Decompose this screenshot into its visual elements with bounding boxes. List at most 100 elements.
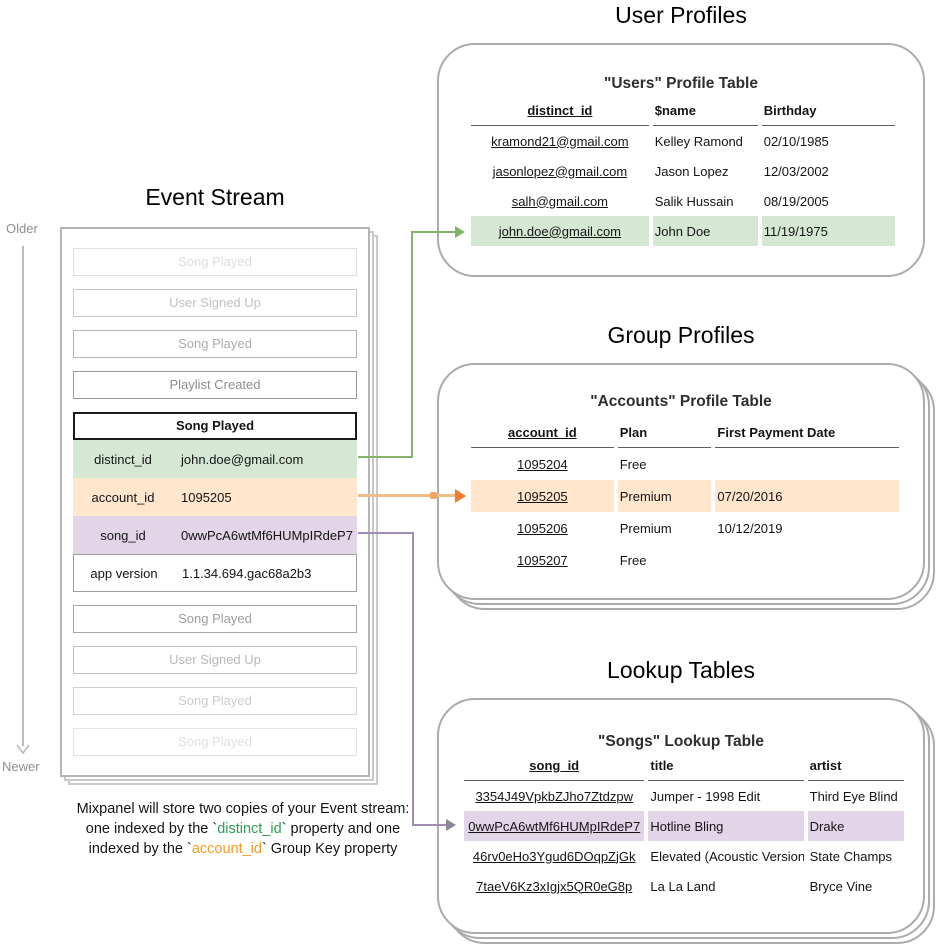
event-property-value: john.doe@gmail.com (181, 451, 304, 467)
column-header: artist (807, 758, 904, 781)
timeline-newer-label: Newer (2, 759, 40, 774)
table-cell: 10/12/2019 (717, 520, 783, 536)
table-row: 46rv0eHo3Ygud6DOqpZjGk Elevated (Acoustic… (464, 841, 904, 871)
songs-table-title: "Songs" Lookup Table (598, 733, 764, 750)
table-cell: Salik Hussain (654, 193, 734, 209)
table-cell: John Doe (652, 216, 758, 246)
table-row: 7taeV6Kz3xIgjx5QR0eG8p La La Land Bryce Vi… (464, 871, 904, 901)
table-cell: Jason Lopez (654, 163, 729, 179)
table-cell: kramond21@gmail.com (491, 133, 629, 149)
caption-segment: ` Group Key property (261, 841, 398, 857)
table-cell: 07/20/2016 (715, 480, 899, 512)
table-cell: john.doe@gmail.com (471, 216, 649, 246)
user-profiles-title: User Profiles (615, 2, 747, 28)
table-cell (715, 448, 899, 480)
event-property-row: app version 1.1.34.694.gac68a2b3 (73, 554, 357, 592)
caption-text: Mixpanel will store two copies of your E… (38, 799, 448, 859)
event-property-row: distinct_id john.doe@gmail.com (73, 440, 357, 478)
connector-distinct-id-entry (411, 231, 456, 233)
table-cell: 08/19/2005 (763, 193, 829, 209)
event-stream-title: Event Stream (145, 184, 285, 210)
table-cell: Elevated (Acoustic Version) (650, 848, 804, 864)
expanded-event-name: Song Played (73, 412, 357, 440)
table-cell: La La Land (650, 878, 716, 894)
table-cell: 1095206 (517, 520, 568, 536)
ghost-event-item: Song Played (73, 605, 357, 633)
arrowhead-account-id-icon (455, 489, 466, 503)
ghost-event-item: Playlist Created (73, 371, 357, 399)
caption-highlighted-property: account_id (191, 841, 262, 857)
caption-highlighted-property: distinct_id (217, 821, 282, 837)
column-header: title (648, 758, 804, 781)
event-property-key: app version (90, 565, 158, 581)
table-cell: State Champs (809, 848, 892, 864)
connector-song-id-vertical (412, 532, 414, 826)
column-header: song_id (464, 758, 645, 781)
accounts-table-title: "Accounts" Profile Table (590, 393, 772, 410)
event-property-value: 1095205 (181, 489, 232, 505)
connector-distinct-id-horizontal (358, 456, 413, 458)
table-cell: Free (619, 552, 647, 568)
connector-account-id-waypoint (430, 492, 437, 499)
timeline-arrowhead-icon (16, 744, 30, 755)
column-header: account_id (471, 425, 614, 448)
table-cell: Bryce Vine (809, 878, 873, 894)
ghost-event-item: Song Played (73, 248, 357, 276)
table-cell: 7taeV6Kz3xIgjx5QR0eG8p (476, 878, 633, 894)
lookup-tables-title: Lookup Tables (607, 657, 755, 683)
table-cell: 3354J49VpkbZJho7Ztdzpw (475, 788, 633, 804)
ghost-event-item: User Signed Up (73, 289, 357, 317)
event-property-value: 1.1.34.694.gac68a2b3 (182, 565, 312, 581)
table-row: jasonlopez@gmail.com Jason Lopez 12/03/200… (471, 156, 895, 186)
table-cell: salh@gmail.com (511, 193, 609, 209)
table-cell: 12/03/2002 (763, 163, 829, 179)
caption-line: one indexed by the `distinct_id` propert… (38, 819, 448, 839)
table-cell: Premium (619, 520, 672, 536)
column-header: Plan (617, 425, 712, 448)
users-table-title: "Users" Profile Table (604, 75, 758, 92)
group-profiles-title: Group Profiles (607, 322, 755, 348)
table-row: salh@gmail.com Salik Hussain 08/19/2005 (471, 186, 895, 216)
connector-song-id-entry (412, 824, 446, 826)
table-row: 1095204 Free (471, 448, 899, 480)
arrowhead-song-id-icon (446, 819, 456, 831)
table-cell: Third Eye Blind (809, 788, 898, 804)
timeline-line (22, 246, 24, 746)
column-header: distinct_id (471, 103, 649, 126)
table-row: 1095206 Premium 10/12/2019 (471, 512, 899, 544)
connector-distinct-id-vertical (411, 231, 413, 458)
table-cell: 1095205 (471, 480, 614, 512)
ghost-event-item: Song Played (73, 728, 357, 756)
event-property-key: song_id (100, 527, 146, 543)
caption-segment: Mixpanel will store two copies of your E… (76, 801, 410, 817)
table-cell: 1095204 (517, 456, 568, 472)
table-cell: 46rv0eHo3Ygud6DOqpZjGk (472, 848, 636, 864)
caption-segment: ` property and one (281, 821, 401, 837)
caption-segment: one indexed by the ` (85, 821, 218, 837)
caption-segment: indexed by the ` (88, 841, 192, 857)
table-cell: Free (619, 456, 647, 472)
event-property-key: distinct_id (94, 451, 152, 467)
table-cell (715, 544, 899, 576)
table-cell: jasonlopez@gmail.com (492, 163, 628, 179)
